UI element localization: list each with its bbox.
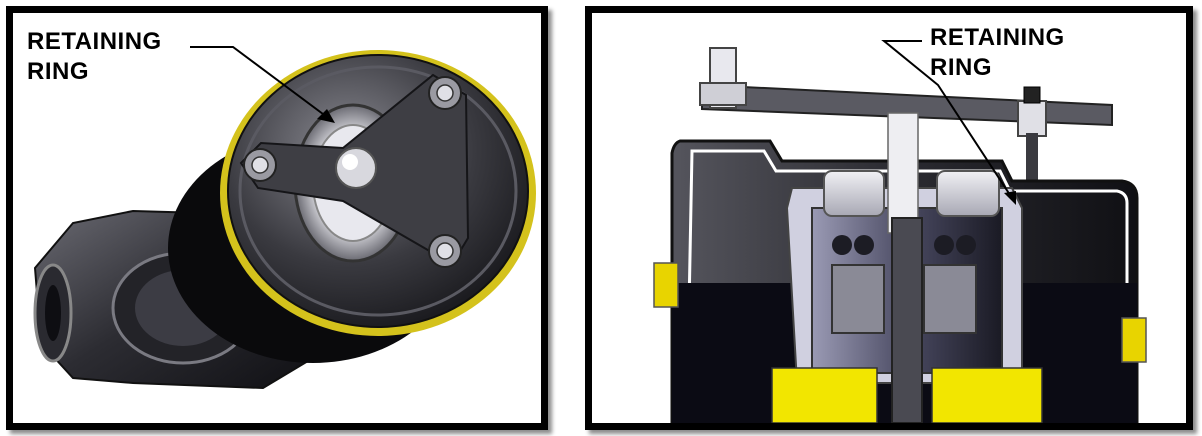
retaining-ring-cutaway-label-line1: RETAINING xyxy=(930,24,1065,51)
retaining-ring-cutaway-label: RETAINING RING xyxy=(930,23,1065,83)
retaining-ring-label: RETAINING RING xyxy=(27,27,162,87)
cutaway-view-panel: RETAINING RING xyxy=(585,6,1193,430)
retaining-ring-label-line2: RING xyxy=(27,58,89,85)
exterior-view-illustration xyxy=(33,46,536,390)
retaining-ring-label-line1: RETAINING xyxy=(27,28,162,55)
retaining-ring-cutaway-label-line2: RING xyxy=(930,54,992,81)
exterior-view-panel: RETAINING RING xyxy=(6,6,548,430)
cutaway-view-illustration xyxy=(653,40,1147,423)
